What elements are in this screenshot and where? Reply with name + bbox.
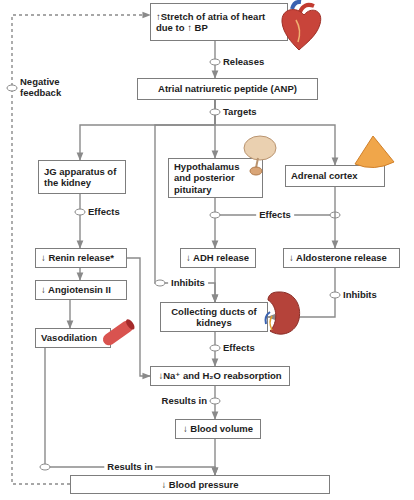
node-text: ↓ Aldosterone release (289, 252, 387, 263)
node-text: Adrenal cortex (291, 170, 358, 181)
effect-box: Vasodilation (35, 328, 111, 348)
adrenal-illustration (355, 136, 394, 168)
effect-box: ↓ Renin release* (35, 248, 127, 268)
heart-aorta (300, 5, 314, 12)
node-text: JG apparatus of the kidney (44, 166, 120, 188)
feedback-connector (12, 15, 150, 484)
edge-label: Inhibits (343, 290, 377, 301)
node-text: ↓ Blood pressure (161, 479, 238, 490)
node-text: ↑Stretch of atria of heart due to ↑ BP (156, 11, 282, 33)
effect-box: ↓ Angiotensin II (35, 280, 127, 300)
connector (214, 198, 215, 248)
connector (215, 100, 335, 165)
organ-box: Collecting ducts of kidneys (160, 302, 268, 332)
kidney-body (268, 292, 300, 334)
node-text: Vasodilation (41, 332, 97, 343)
effect-box: ↓Na⁺ and H₂O reabsorption (150, 366, 290, 386)
connector (214, 439, 215, 475)
vessel-illustration (101, 318, 137, 348)
node-text: ↓ Blood volume (183, 423, 253, 434)
edge-label: Effects (223, 343, 255, 354)
connector-knot (210, 109, 220, 115)
target-box: JG apparatus of the kidney (38, 160, 126, 194)
pituitary-stalk (256, 158, 258, 168)
connector-knot (155, 280, 165, 286)
vessel-tube (101, 318, 136, 347)
connector-knot (210, 398, 220, 404)
heart-vessel (296, 20, 300, 42)
connector-knot (210, 345, 220, 351)
heart-illustration (282, 2, 321, 50)
node-text: ↓ Renin release* (41, 252, 114, 263)
target-box: Hypothalamus and posterior pituitary (168, 158, 263, 198)
node-text: ↓Na⁺ and H₂O reabsorption (158, 370, 281, 381)
edge-label: Results in (162, 396, 207, 407)
node-text: ↓ Angiotensin II (41, 284, 111, 295)
edge-label: Negative feedback (20, 77, 72, 99)
node-text: ↓ ADH release (186, 252, 249, 263)
connector (155, 100, 215, 302)
vessel-lumen (124, 318, 136, 331)
node-text: Hypothalamus and posterior pituitary (174, 161, 257, 195)
kidney-illustration (266, 292, 300, 334)
result-box: ↓ Blood pressure (70, 475, 330, 494)
connector-knot (75, 209, 85, 215)
heart-vein (292, 2, 301, 9)
edge-label: Inhibits (168, 278, 208, 289)
stimulus-box: ↑Stretch of atria of heart due to ↑ BP (150, 3, 288, 41)
heart-body (282, 10, 321, 50)
node-text: Atrial natriuretic peptide (ANP) (158, 83, 297, 94)
edge-label: Results in (104, 462, 155, 473)
connector-knot (330, 292, 340, 298)
result-box: ↓ Blood volume (175, 419, 261, 439)
connector-knot (40, 464, 50, 470)
connector-knot (7, 85, 17, 91)
effect-box: ↓ ADH release (180, 248, 256, 268)
connector-knot (210, 59, 220, 65)
connector (80, 100, 215, 160)
adrenal-gland (355, 136, 394, 168)
effect-box: ↓ Aldosterone release (283, 248, 400, 268)
connector-knot (210, 212, 220, 218)
edge-label: Targets (223, 107, 257, 118)
edge-label: Releases (223, 57, 264, 68)
edge-label: Effects (88, 207, 120, 218)
ureter (270, 316, 272, 330)
kidney-vein (266, 312, 271, 324)
pituitary-illustration (244, 136, 276, 175)
edge-label: Effects (256, 210, 294, 221)
connector (127, 258, 150, 376)
connector (79, 268, 80, 280)
pituitary-gland (250, 167, 262, 175)
connector (214, 268, 215, 302)
connector (79, 194, 80, 248)
connector (268, 268, 335, 317)
hormone-box: Atrial natriuretic peptide (ANP) (137, 78, 318, 100)
brain-shape (244, 136, 276, 160)
target-box: Adrenal cortex (285, 165, 385, 187)
connector (334, 187, 335, 248)
connector (69, 300, 70, 328)
node-text: Collecting ducts of kidneys (166, 306, 262, 328)
